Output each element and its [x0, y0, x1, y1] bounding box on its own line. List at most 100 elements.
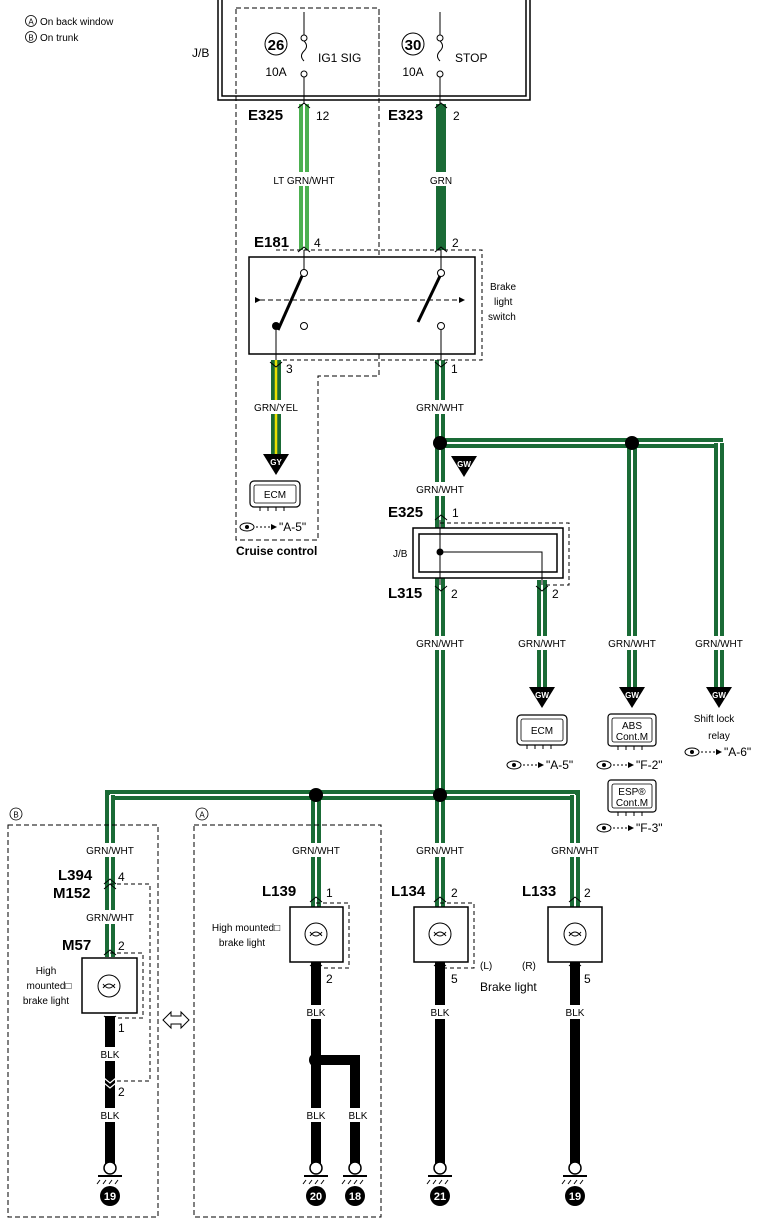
legend-a-text: On back window: [40, 17, 114, 28]
legend-b-text: On trunk: [40, 33, 79, 44]
wire-label-grn-wht-2: GRN/WHT: [416, 485, 464, 496]
fuse-30-name: STOP: [455, 51, 487, 65]
l315-pin: 2: [451, 587, 458, 601]
wire-label-grn-yel: GRN/YEL: [254, 403, 298, 414]
e323-label: E323: [388, 107, 423, 124]
l133-pin-top: 2: [584, 886, 591, 900]
ground-3-number: 18: [349, 1191, 361, 1203]
wire-label-grn-wht-l: GRN/WHT: [416, 846, 464, 857]
shift-lock-label-1: Shift lock: [694, 714, 736, 725]
jb-mid-label: J/B: [393, 549, 408, 560]
shift-lock-relay: Shift lock relay "A-6": [684, 714, 751, 759]
brake-light-switch: E181 4 2 Brake light switch 3 1: [248, 234, 517, 376]
ref-f2: "F-2": [636, 758, 663, 772]
gw-arrow-node-label: GW: [457, 460, 471, 469]
l394-pin: 4: [118, 870, 125, 884]
wire-label-grn: GRN: [430, 176, 452, 187]
l394-label: L394: [58, 867, 93, 884]
hm-a-label-2: brake light: [219, 938, 265, 949]
left-label: (L): [480, 961, 492, 972]
brake-light-left: L134 2 5 (L) Brake light BLK: [391, 883, 537, 1019]
ecm-cruise: GY ECM "A-5" Cruise control: [236, 454, 317, 558]
hm-a-label-1: High mounted□: [212, 923, 280, 934]
wire-label-grn-wht-shift: GRN/WHT: [695, 639, 743, 650]
brake-switch-label-1: Brake: [490, 282, 517, 293]
l315-pin-2: 2: [552, 587, 559, 601]
wire-label-grn-wht-a: GRN/WHT: [292, 846, 340, 857]
ref-a5-cruise: "A-5": [279, 520, 306, 534]
wire-label-grn-wht-r: GRN/WHT: [551, 846, 599, 857]
wire-label-grn-wht-b: GRN/WHT: [86, 846, 134, 857]
hm-b-label-1: High: [36, 966, 57, 977]
ground-1: 19: [96, 1161, 122, 1206]
wire-label-grn-wht-m57: GRN/WHT: [86, 913, 134, 924]
high-mounted-brake-light-a: L139 1 High mounted□ brake light 2 BLK B…: [212, 883, 378, 1122]
wire-label-blk-l: BLK: [431, 1008, 450, 1019]
wire-label-blk-b1: BLK: [101, 1050, 120, 1061]
legend: A On back window B On trunk: [25, 15, 114, 44]
esp-label-1: ESP®: [618, 787, 646, 798]
l133-pin-bottom: 5: [584, 972, 591, 986]
wire-label-blk-a3: BLK: [349, 1111, 368, 1122]
legend-a-mark: A: [28, 18, 34, 27]
ground-2-number: 20: [310, 1191, 322, 1203]
wire-label-lt-grn-wht: LT GRN/WHT: [273, 176, 334, 187]
abs-label-1: ABS: [622, 721, 642, 732]
ground-1-number: 19: [104, 1191, 116, 1203]
right-label: (R): [522, 961, 536, 972]
m152-label: M152: [53, 885, 91, 902]
wire-label-blk-r: BLK: [566, 1008, 585, 1019]
cruise-control-label: Cruise control: [236, 544, 317, 558]
region-a-mark: A: [199, 811, 205, 820]
ecm-label: ECM: [531, 726, 553, 737]
junction-block-top: J/B 26 10A IG1 SIG 30 10A STOP: [192, 0, 531, 104]
m57-pin-top: 2: [118, 939, 125, 953]
brake-switch-label-3: switch: [488, 312, 516, 323]
e325-mid-label: E325: [388, 504, 423, 521]
wire-label-grn-wht-3: GRN/WHT: [416, 639, 464, 650]
l315-label: L315: [388, 585, 422, 602]
gw-shift: GW: [712, 691, 726, 700]
e323-pin: 2: [453, 109, 460, 123]
brake-light-right: L133 2 5 (R) BLK: [522, 883, 603, 1019]
ground-2: 20: [302, 1161, 328, 1206]
wire-label-grn-wht-1: GRN/WHT: [416, 403, 464, 414]
gw-arrow-node: [451, 456, 477, 477]
m57-label: M57: [62, 937, 91, 954]
m57-pin-bottom: 1: [118, 1021, 125, 1035]
e325-mid-pin: 1: [452, 506, 459, 520]
brake-switch-label-2: light: [494, 297, 513, 308]
hm-b-label-2: mounted□: [27, 981, 72, 992]
region-b: B: [7, 807, 159, 1218]
l134-label: L134: [391, 883, 426, 900]
e181-pin-2: 2: [452, 236, 459, 250]
ground-3: 18: [341, 1161, 367, 1206]
high-mounted-brake-light-b: L394 4 M152 GRN/WHT M57 2 High mounted□ …: [23, 867, 151, 1122]
e181-pin-4: 4: [314, 236, 321, 250]
legend-b-mark: B: [28, 34, 33, 43]
l134-pin-top: 2: [451, 886, 458, 900]
fuse-30-rating: 10A: [402, 65, 423, 79]
e181-pin-3: 3: [286, 362, 293, 376]
ref-f3: "F-3": [636, 821, 663, 835]
gw-abs: GW: [625, 691, 639, 700]
brake-light-label: Brake light: [480, 980, 537, 994]
shift-lock-label-2: relay: [708, 731, 730, 742]
ground-4-number: 21: [434, 1191, 446, 1203]
l133-label: L133: [522, 883, 556, 900]
wire-label-blk-b2: BLK: [101, 1111, 120, 1122]
wire-label-grn-wht-ecm: GRN/WHT: [518, 639, 566, 650]
e325-top-label: E325: [248, 107, 283, 124]
region-a: A: [193, 807, 382, 1218]
gw-arrows-row: GW GW GW: [529, 687, 732, 708]
l139-pin-bottom: 2: [326, 972, 333, 986]
e181-label: E181: [254, 234, 289, 251]
wire-label-grn-wht-abs: GRN/WHT: [608, 639, 656, 650]
abs-label-2: Cont.M: [616, 732, 648, 743]
wires-top: [271, 104, 724, 790]
ecm-cruise-label: ECM: [264, 490, 286, 501]
fuse-30-number: 30: [405, 37, 422, 54]
hm-b-label-3: brake light: [23, 996, 69, 1007]
m57-pin-low: 2: [118, 1085, 125, 1099]
jb-top-label: J/B: [192, 46, 209, 60]
